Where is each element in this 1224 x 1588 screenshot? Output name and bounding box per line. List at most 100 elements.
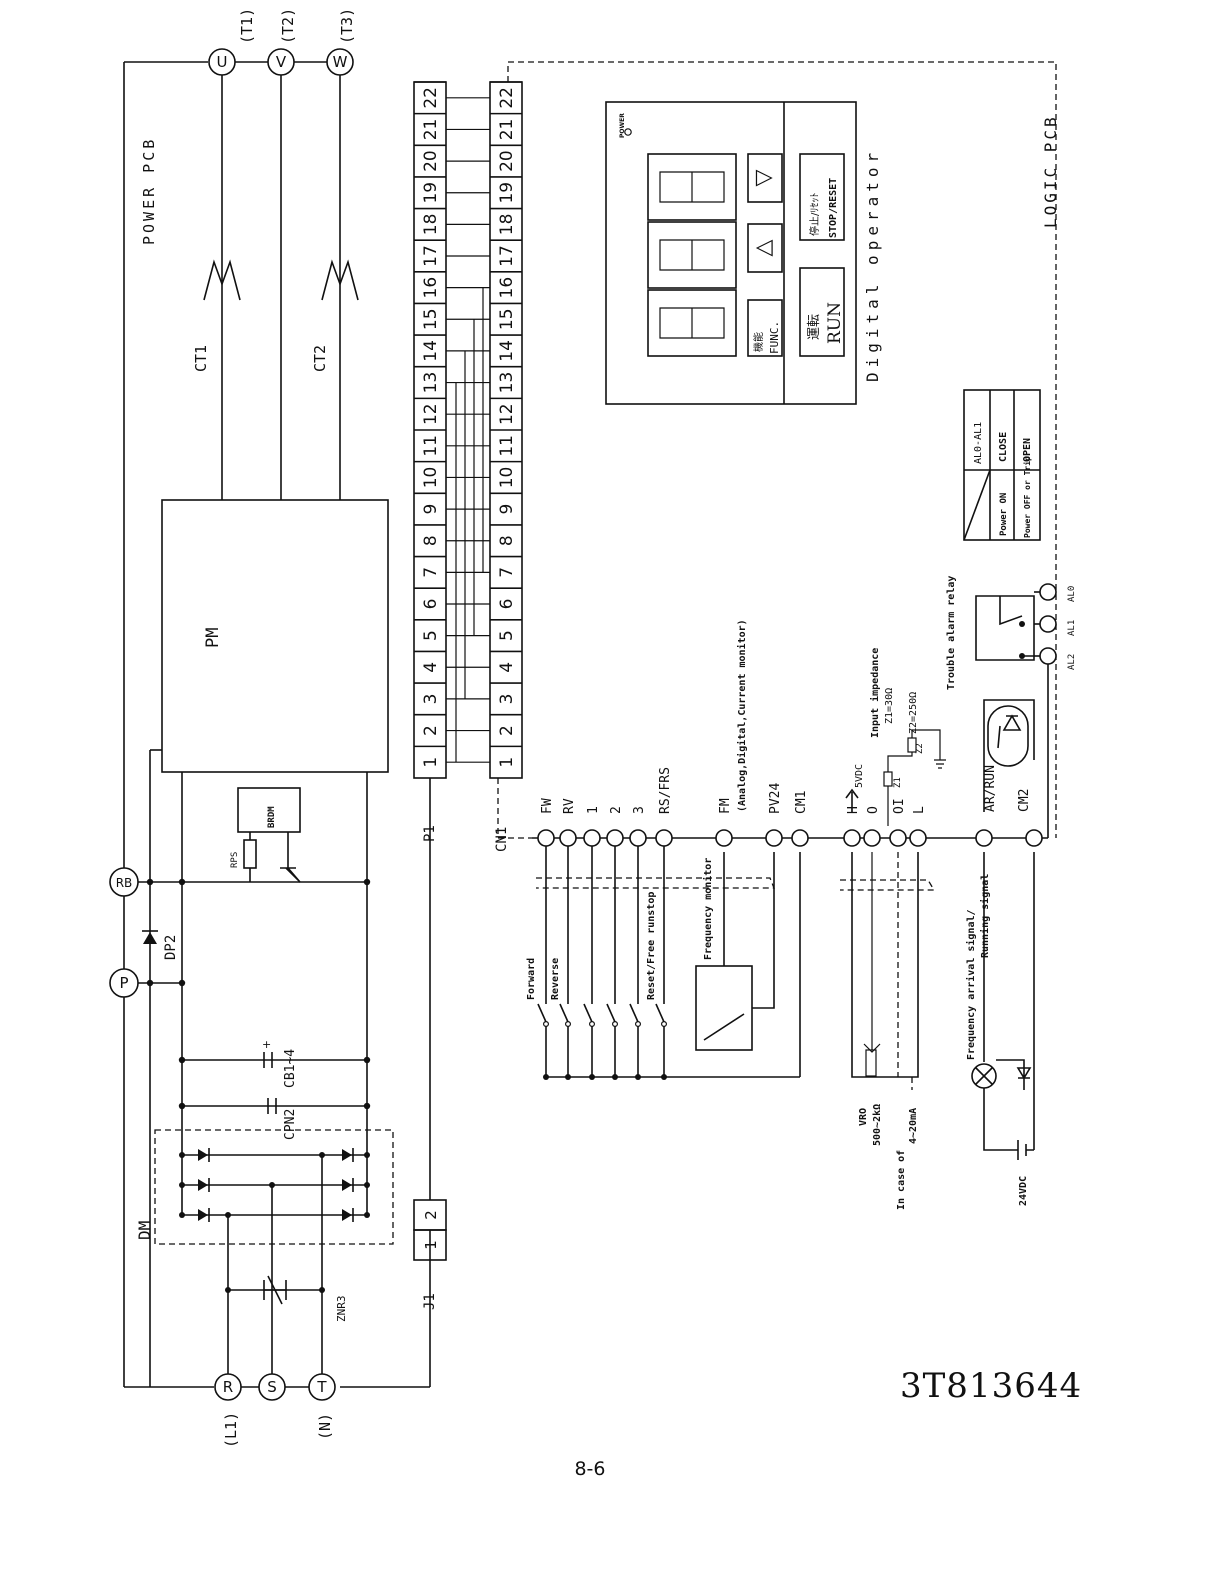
forward-label: Forward: [526, 958, 537, 1000]
alarm-row-state: Power ON: [999, 493, 1009, 536]
p1-pin-12: 12: [421, 403, 441, 425]
down-key[interactable]: ▽: [747, 153, 783, 203]
control-terminal-h[interactable]: H: [843, 806, 861, 847]
run-key-jp: 運転: [807, 314, 822, 340]
control-terminal-rs-frs[interactable]: RS/FRS: [655, 767, 673, 847]
vro-label: VRO: [858, 1108, 869, 1126]
in-case-of-label: In case of: [896, 1150, 907, 1210]
alarm-terminal-al2[interactable]: [1039, 647, 1057, 665]
trouble-relay-label: Trouble alarm relay: [946, 576, 957, 690]
alarm-terminal-al0[interactable]: [1039, 583, 1057, 601]
input-terminal-r[interactable]: R: [214, 1373, 242, 1401]
indicator-lamp-icon: [971, 1063, 997, 1089]
bridge-diodes: [198, 1148, 354, 1222]
shield-cable-analog: [840, 879, 936, 891]
down-arrow-icon: ▽: [751, 169, 776, 186]
control-terminal-2[interactable]: 2: [606, 806, 624, 847]
power-pcb-label: POWER PCB: [140, 137, 158, 245]
alarm-row-value: OPEN: [1022, 438, 1033, 462]
z1-resistor: [883, 771, 893, 787]
page-number: 8-6: [574, 1458, 606, 1480]
p1-pin-5: 5: [421, 630, 441, 641]
brake-resistor-label: RPS: [230, 852, 240, 868]
control-terminal-pv24[interactable]: PV24: [765, 783, 783, 847]
znr3-label: ZNR3: [335, 1296, 348, 1323]
up-key[interactable]: △: [747, 223, 783, 273]
output-terminal-u[interactable]: U: [208, 48, 236, 76]
pm-label: PM: [203, 628, 223, 648]
ar-run-label: AR/RUN: [983, 765, 998, 812]
cn1-pin-16: 16: [497, 277, 517, 299]
cn1-pin-18: 18: [497, 214, 517, 236]
input-terminal-s[interactable]: S: [258, 1373, 286, 1401]
control-terminal-ar-run[interactable]: [975, 829, 993, 847]
control-terminal-cm2[interactable]: [1025, 829, 1043, 847]
p1-pin-11: 11: [421, 435, 441, 457]
frequency-monitor-label: Frequency monitor: [702, 858, 714, 960]
p1-pin-3: 3: [421, 693, 441, 704]
output-terminal-v[interactable]: V: [267, 48, 295, 76]
control-terminal-fm[interactable]: FM: [715, 798, 733, 847]
j1-pin: 1: [422, 1240, 440, 1250]
terminal-name-t1: (T1): [238, 8, 256, 44]
terminal-letter: U: [217, 53, 228, 71]
output-terminal-w[interactable]: W: [326, 48, 354, 76]
logic-pcb-boundary-left: [497, 778, 532, 839]
logic-pcb-label: LOGIC PCB: [1041, 114, 1060, 228]
control-terminal-label: OI: [892, 798, 907, 814]
input-impedance-label: Input impedance: [869, 648, 881, 738]
p1-pin-16: 16: [421, 277, 441, 299]
al2-label: AL2: [1067, 654, 1077, 670]
vro-loop: [851, 852, 919, 1078]
digital-operator-label: Digital operator: [863, 148, 882, 382]
control-terminal-3[interactable]: 3: [629, 806, 647, 847]
terminal-name-t2: (T2): [279, 8, 297, 44]
control-terminal-cm1[interactable]: CM1: [791, 791, 809, 847]
vro-potentiometer: [865, 1049, 877, 1077]
control-terminal-1[interactable]: 1: [583, 806, 601, 847]
dc-terminal-p[interactable]: P: [109, 968, 139, 998]
control-terminal-label: RV: [562, 798, 577, 814]
control-terminal-label: 3: [632, 806, 647, 814]
terminal-letter: S: [267, 1378, 277, 1396]
p1-pin-19: 19: [421, 182, 441, 204]
cn1-pin-17: 17: [497, 245, 517, 267]
terminal-letter: R: [223, 1378, 233, 1396]
seven-segment-digit: [647, 221, 737, 289]
input-terminal-t[interactable]: T: [308, 1373, 336, 1401]
dc-terminal-rb[interactable]: RB: [109, 867, 139, 897]
znr3-varistor-icon: [263, 1275, 287, 1305]
control-terminal-l[interactable]: L: [909, 806, 927, 847]
cn1-pin-12: 12: [497, 403, 517, 425]
alarm-terminal-al1[interactable]: [1039, 615, 1057, 633]
flyback-diode-icon: [996, 1059, 1032, 1090]
alarm-row-value: CLOSE: [998, 432, 1009, 462]
func-key[interactable]: 機能 FUNC.: [747, 299, 783, 357]
ct2-label: CT2: [311, 345, 329, 372]
p1-pin-20: 20: [421, 150, 441, 172]
p1-pin-14: 14: [421, 340, 441, 362]
control-terminal-o[interactable]: O: [863, 806, 881, 847]
shield-cable-digital: [536, 877, 775, 889]
photocoupler-output: [983, 699, 1035, 812]
control-terminal-rv[interactable]: RV: [559, 798, 577, 847]
up-arrow-icon: △: [751, 239, 776, 256]
control-terminal-label: 2: [609, 806, 624, 814]
cn1-pin-3: 3: [497, 693, 517, 704]
control-terminal-oi[interactable]: OI: [889, 798, 907, 847]
control-terminal-label: FW: [540, 798, 555, 814]
cn1-pin-8: 8: [497, 535, 517, 546]
run-key[interactable]: 運転 RUN: [799, 267, 845, 357]
brake-transistor-icon: [280, 832, 367, 883]
stop-reset-key[interactable]: 停止/ﾘｾｯﾄ STOP/RESET: [799, 153, 845, 241]
control-terminal-label: 1: [586, 806, 601, 814]
control-terminal-label: O: [866, 806, 881, 814]
control-terminal-fw[interactable]: FW: [537, 798, 555, 847]
cn1-pin-15: 15: [497, 308, 517, 330]
vdc24-label: 24VDC: [1018, 1176, 1029, 1206]
p1-pin-6: 6: [421, 599, 441, 610]
